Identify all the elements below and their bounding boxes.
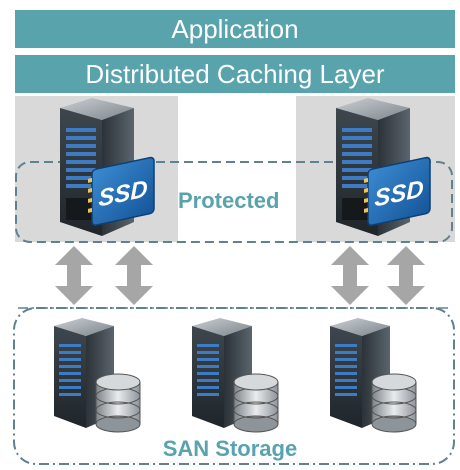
double-arrow-icon — [331, 246, 369, 305]
server-database-icon — [330, 318, 417, 433]
san-zone-border — [13, 307, 455, 465]
server-ssd-icon: SSD — [60, 98, 155, 236]
server-database-icon — [54, 318, 141, 433]
server-database-icon — [192, 318, 279, 433]
double-arrow-icon — [387, 246, 425, 305]
san-storage-label: SAN Storage — [162, 436, 298, 461]
caching-layer-label: Distributed Caching Layer — [85, 58, 385, 89]
server-ssd-icon: SSD — [336, 98, 431, 236]
double-arrow-icon — [115, 246, 153, 305]
caching-layer: Distributed Caching Layer — [15, 55, 455, 93]
application-layer-label: Application — [171, 13, 299, 44]
protected-zone-label: Protected — [178, 188, 280, 213]
application-layer: Application — [15, 10, 455, 48]
double-arrow-icon — [55, 246, 93, 305]
protected-zone-border — [15, 161, 453, 243]
